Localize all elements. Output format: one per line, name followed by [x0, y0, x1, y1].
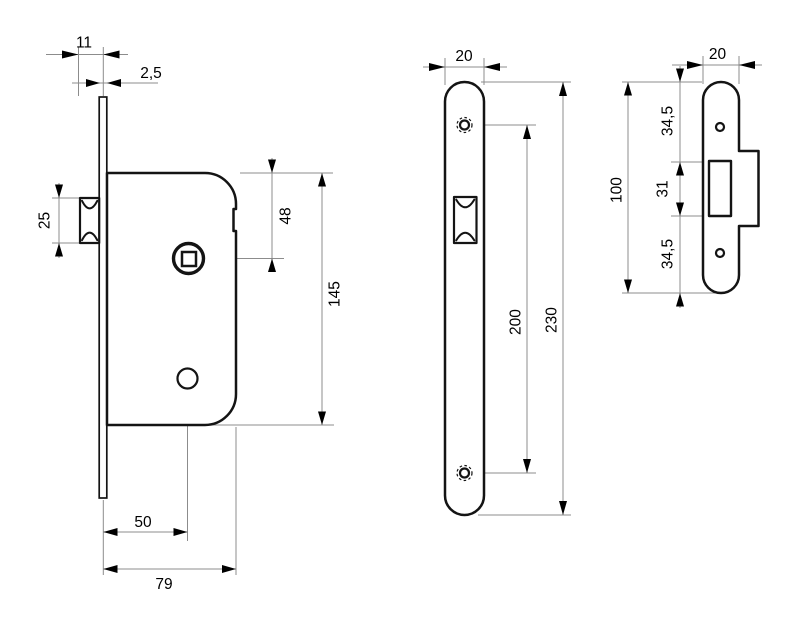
countersink-ring: [456, 116, 473, 134]
dimension-arrow: [676, 293, 684, 307]
dimension-arrow: [429, 63, 445, 71]
countersink-ring: [456, 464, 473, 482]
strike-arrows: [624, 61, 755, 307]
dimension-arrow: [523, 125, 531, 139]
latch-bolt-body: [78, 196, 101, 245]
dimension-arrow: [55, 243, 63, 257]
dimension-arrow: [86, 79, 100, 87]
faceplate-view: 20 200 230: [423, 48, 571, 517]
screw-hole: [458, 119, 471, 131]
dimension-arrow: [624, 279, 632, 293]
dimension-arrow: [624, 82, 632, 96]
dim-label-faceplate-width: 20: [455, 48, 473, 65]
dim-label-strike-width: 20: [709, 46, 727, 63]
dimension-arrow: [523, 459, 531, 473]
faceplate-bottom-screw-hole: [456, 464, 473, 482]
dim-label-latch-height: 25: [37, 212, 54, 229]
latch-bolt-bottom-arc: [81, 231, 99, 242]
screw-hole: [714, 121, 726, 133]
faceplate-outline: [443, 80, 486, 517]
dimension-arrow: [103, 528, 118, 536]
dimension-arrow: [484, 63, 500, 71]
dim-label-case-height: 145: [327, 281, 344, 307]
dimension-arrow: [318, 411, 326, 425]
dimension-arrow: [107, 79, 121, 87]
strike-plate-view: 20 34,5 31 34,5 100: [609, 46, 762, 308]
dimension-arrow: [103, 50, 120, 59]
dimension-arrow: [55, 184, 63, 198]
faceplate-top-screw-hole: [456, 116, 473, 134]
dimension-arrow: [739, 61, 755, 69]
side-view: 11 2,5 25 48 145 50 79: [37, 35, 344, 594]
dimension-arrow: [62, 50, 79, 59]
dim-label-top-to-spindle: 48: [278, 207, 295, 224]
side-view-arrows: [55, 50, 326, 573]
screw-hole: [458, 467, 471, 479]
dimension-arrow: [103, 565, 118, 573]
dimension-arrow: [676, 162, 684, 176]
dimension-arrow: [268, 159, 276, 173]
strike-latch-opening: [707, 159, 733, 218]
dim-label-top-to-opening: 34,5: [660, 106, 677, 136]
dimension-arrow: [318, 173, 326, 187]
dimension-arrow: [676, 202, 684, 216]
dimension-arrow: [222, 565, 236, 573]
cylinder-hole: [176, 367, 199, 390]
dim-label-opening-to-bottom: 34,5: [660, 239, 677, 269]
dimension-arrow: [173, 528, 188, 536]
latch-opening: [452, 195, 478, 245]
faceplate-arrows: [429, 63, 567, 515]
dim-label-backset: 50: [134, 514, 152, 531]
latch-bolt-top-arc: [81, 199, 99, 210]
faceplate-latch-opening: [452, 195, 478, 245]
dim-label-opening-height: 31: [655, 180, 672, 197]
latch-bolt: [78, 196, 101, 245]
dim-label-latch-protrusion: 11: [76, 35, 92, 52]
dimension-arrow: [687, 61, 703, 69]
screw-hole: [714, 247, 726, 259]
dim-label-strike-height: 100: [609, 177, 626, 203]
spindle-square-hole: [180, 250, 198, 268]
dimension-arrow: [268, 258, 276, 272]
dim-label-faceplate-thickness: 2,5: [140, 65, 162, 82]
latch-opening-bottom-arc: [455, 231, 476, 242]
latch-opening-top-arc: [455, 198, 476, 209]
dimension-arrow: [559, 501, 567, 515]
dim-label-case-depth: 79: [155, 576, 172, 593]
dimension-arrow: [559, 82, 567, 96]
dim-label-total-length: 230: [544, 307, 561, 333]
lock-case-outline: [105, 171, 238, 427]
dimension-arrow: [676, 68, 684, 82]
faceplate-profile: [98, 96, 108, 499]
dim-label-screw-spacing: 200: [508, 309, 525, 335]
side-view-dimension-lines: [46, 47, 334, 575]
